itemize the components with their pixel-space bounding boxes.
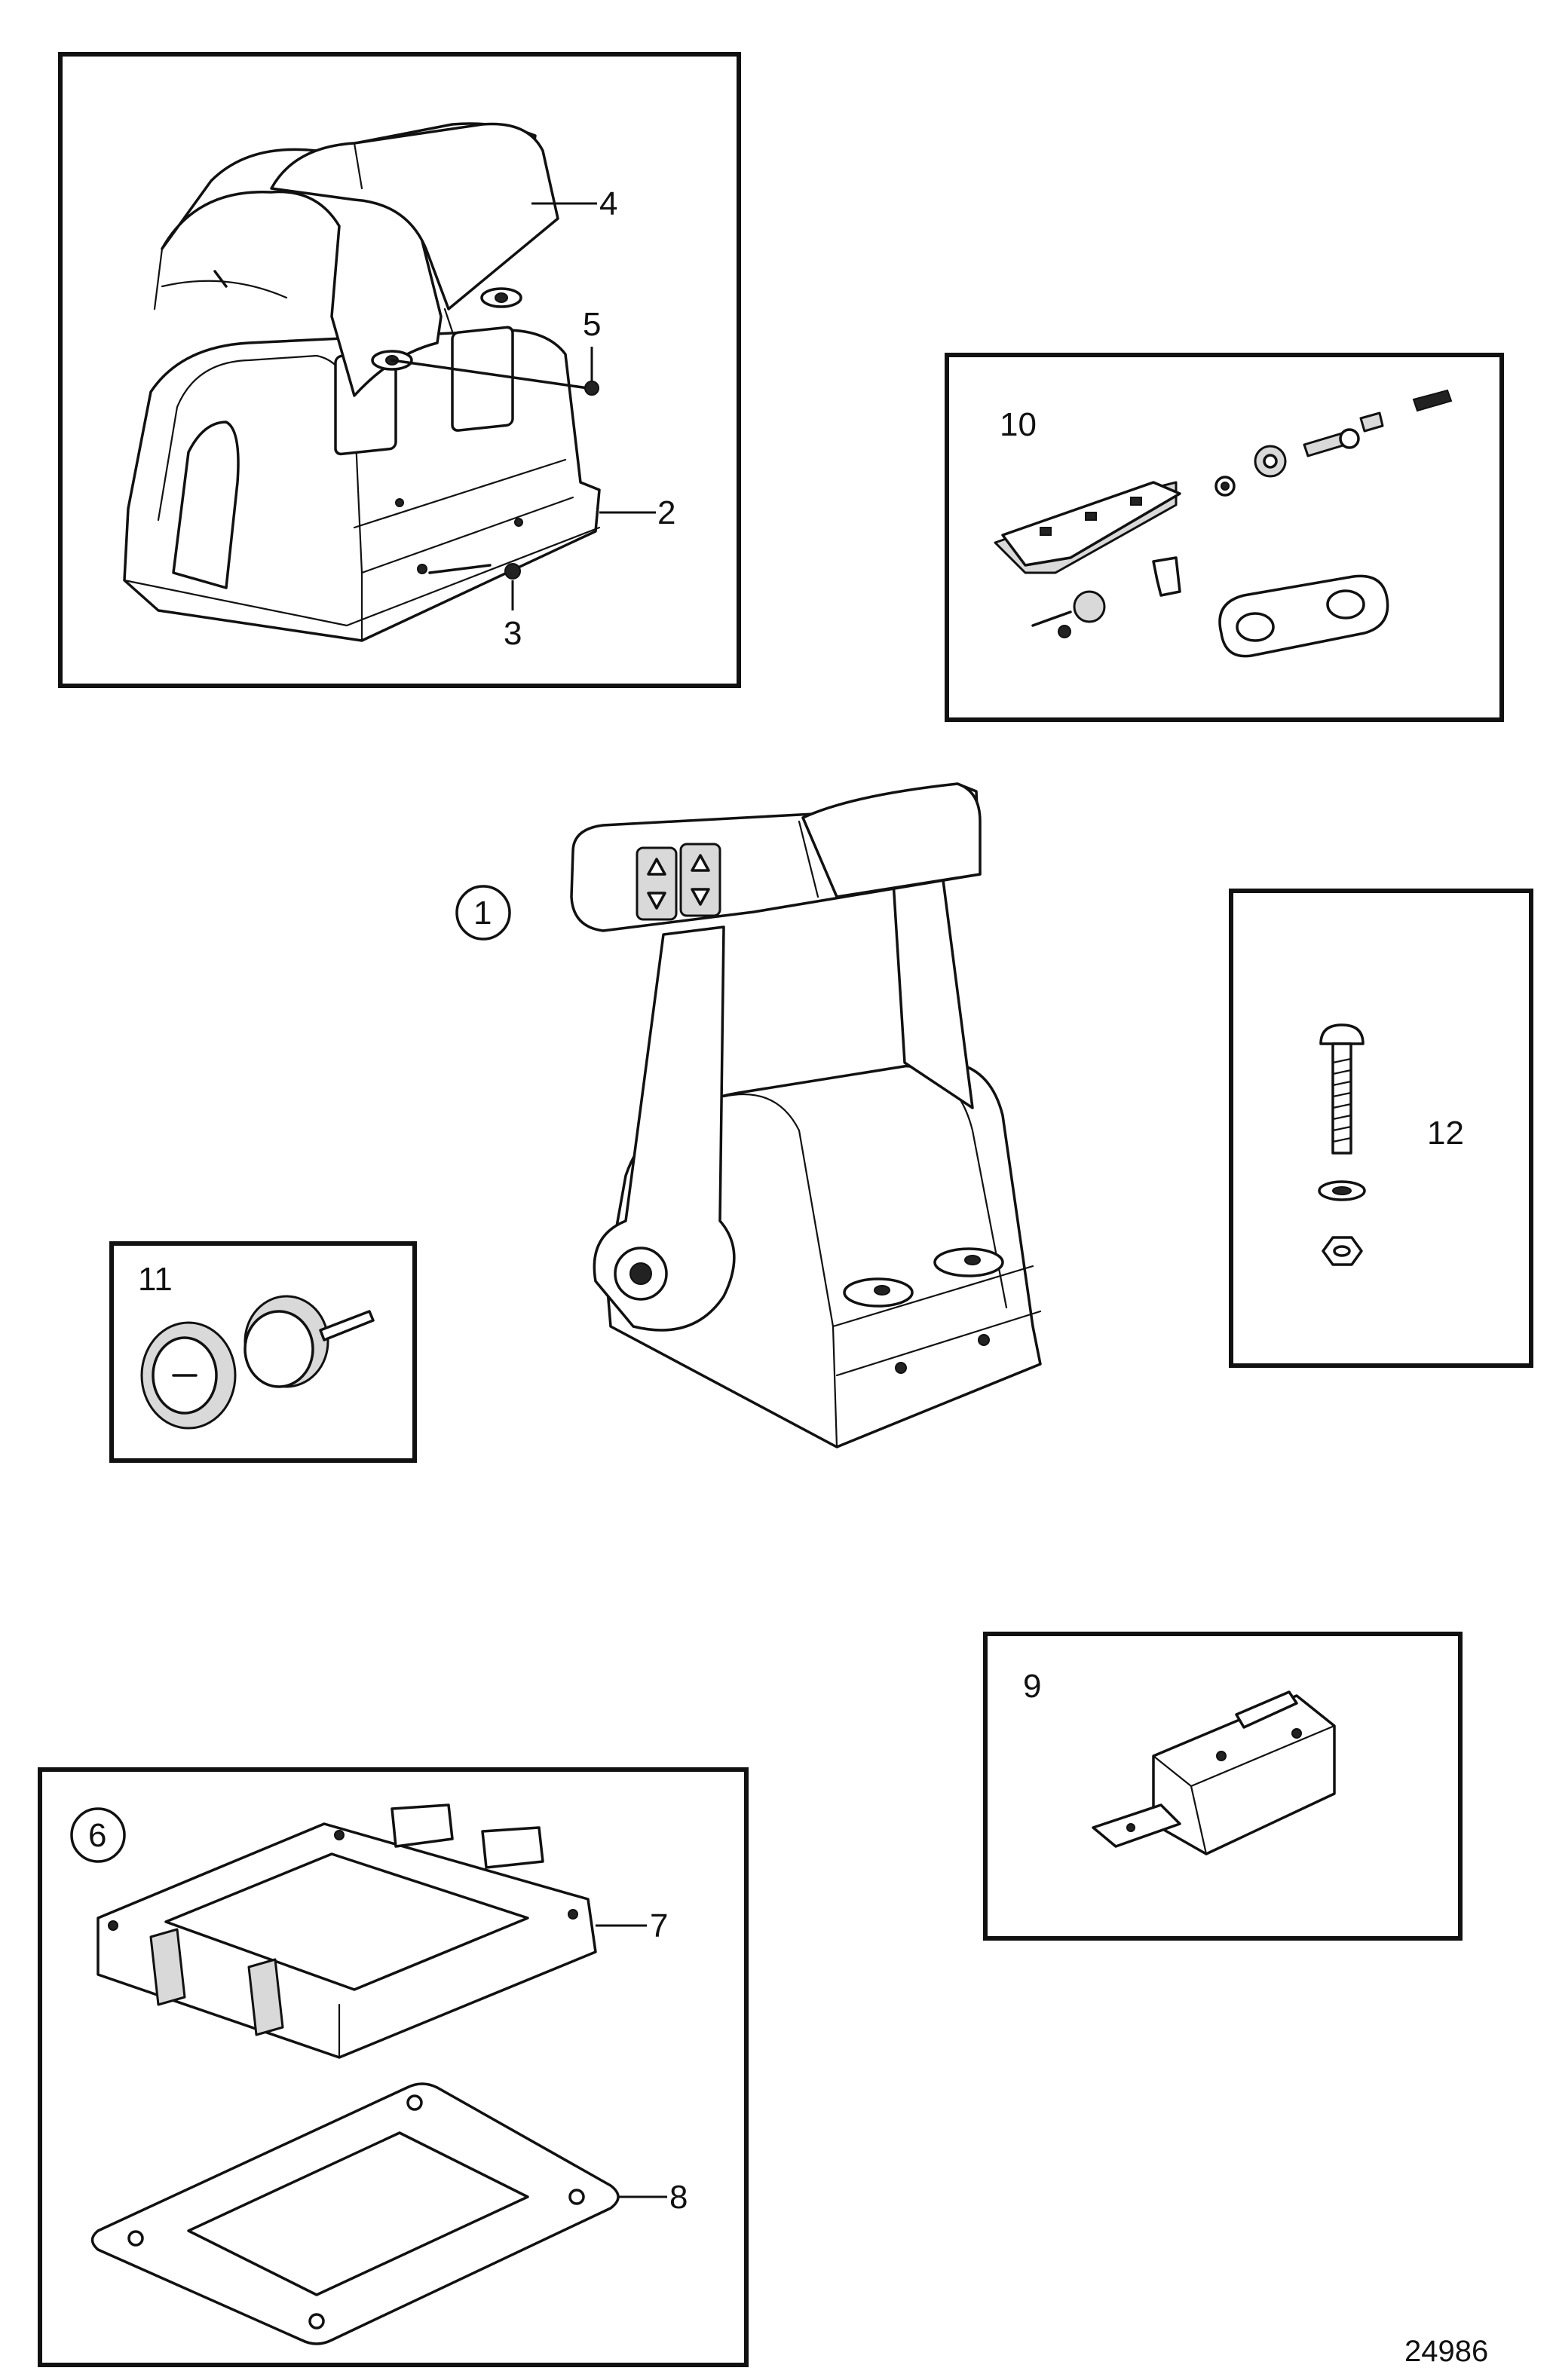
mounting-frame-drawing bbox=[90, 1803, 620, 2345]
base-plate-panel-frame bbox=[38, 1767, 749, 2367]
bolt-kit-drawing bbox=[1318, 1023, 1366, 1266]
label-item-11: 11 bbox=[138, 1261, 173, 1298]
kit-10-panel: 10 bbox=[945, 353, 1504, 722]
kit-10-drawing bbox=[994, 389, 1453, 658]
control-unit-drawing bbox=[570, 782, 1042, 1448]
label-item-7: 7 bbox=[650, 1907, 668, 1944]
cover-leader-lines bbox=[511, 202, 656, 610]
label-item-3: 3 bbox=[504, 615, 522, 652]
kit-12-panel: 12 bbox=[1229, 889, 1533, 1368]
label-item-12: 12 bbox=[1427, 1115, 1464, 1152]
switch-9-panel: 9 bbox=[983, 1632, 1463, 1941]
base-leader-lines bbox=[596, 1924, 667, 2198]
micro-switch-drawing bbox=[1092, 1690, 1336, 1855]
kit-11-panel-frame bbox=[109, 1241, 417, 1463]
label-item-8: 8 bbox=[669, 2179, 688, 2216]
cover-housing-drawing bbox=[123, 122, 601, 642]
item-6-marker bbox=[70, 1807, 126, 1863]
plug-kit-drawing bbox=[140, 1295, 375, 1430]
control-unit-figure: 1 bbox=[455, 782, 1042, 1448]
cover-panel-frame bbox=[58, 52, 741, 688]
kit-10-panel-frame bbox=[945, 353, 1504, 722]
figure-number: 24986 bbox=[1404, 2335, 1488, 2368]
kit-12-panel-frame bbox=[1229, 889, 1533, 1368]
switch-9-panel-frame bbox=[983, 1632, 1463, 1941]
kit-11-panel: 11 bbox=[109, 1241, 417, 1463]
item-1-marker bbox=[455, 885, 511, 941]
label-item-10: 10 bbox=[1000, 406, 1037, 443]
label-item-2: 2 bbox=[657, 494, 675, 531]
label-item-1: 1 bbox=[473, 895, 492, 932]
label-item-6: 6 bbox=[88, 1817, 106, 1854]
label-item-5: 5 bbox=[583, 306, 601, 343]
cover-assembly-panel: 4 5 2 3 bbox=[58, 52, 741, 688]
label-item-4: 4 bbox=[599, 185, 617, 222]
base-plate-panel: 6 7 8 bbox=[38, 1767, 749, 2367]
label-item-9: 9 bbox=[1023, 1668, 1041, 1705]
